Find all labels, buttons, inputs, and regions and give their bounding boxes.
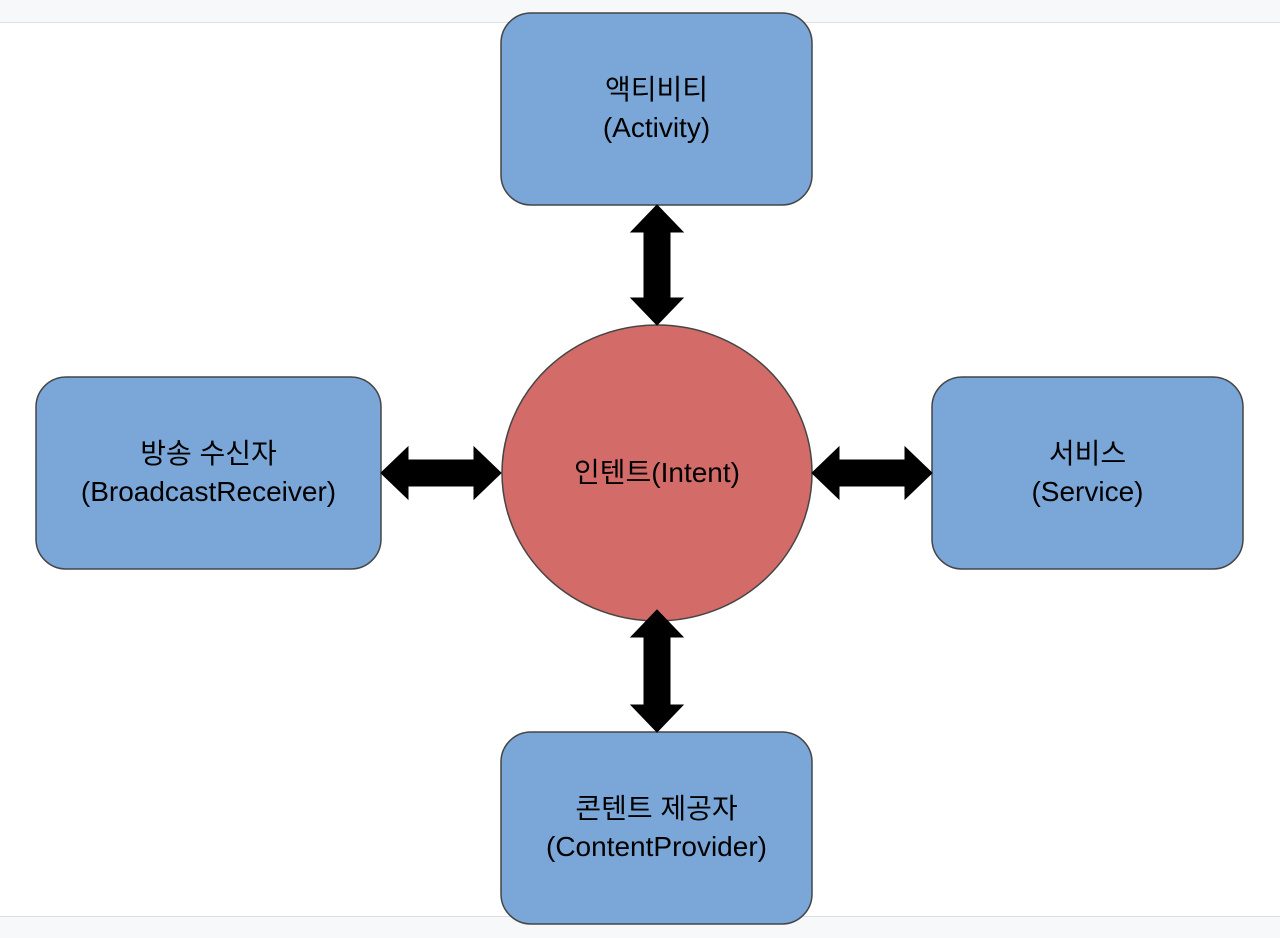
broadcast-receiver-box — [35, 376, 382, 570]
service-box — [931, 376, 1244, 570]
left-double-arrow — [380, 445, 502, 501]
content-provider-box — [500, 731, 813, 925]
bottom-double-arrow — [629, 609, 685, 733]
intent-circle — [501, 324, 813, 622]
right-double-arrow — [811, 445, 933, 501]
activity-box — [500, 12, 813, 206]
top-double-arrow — [629, 204, 685, 326]
